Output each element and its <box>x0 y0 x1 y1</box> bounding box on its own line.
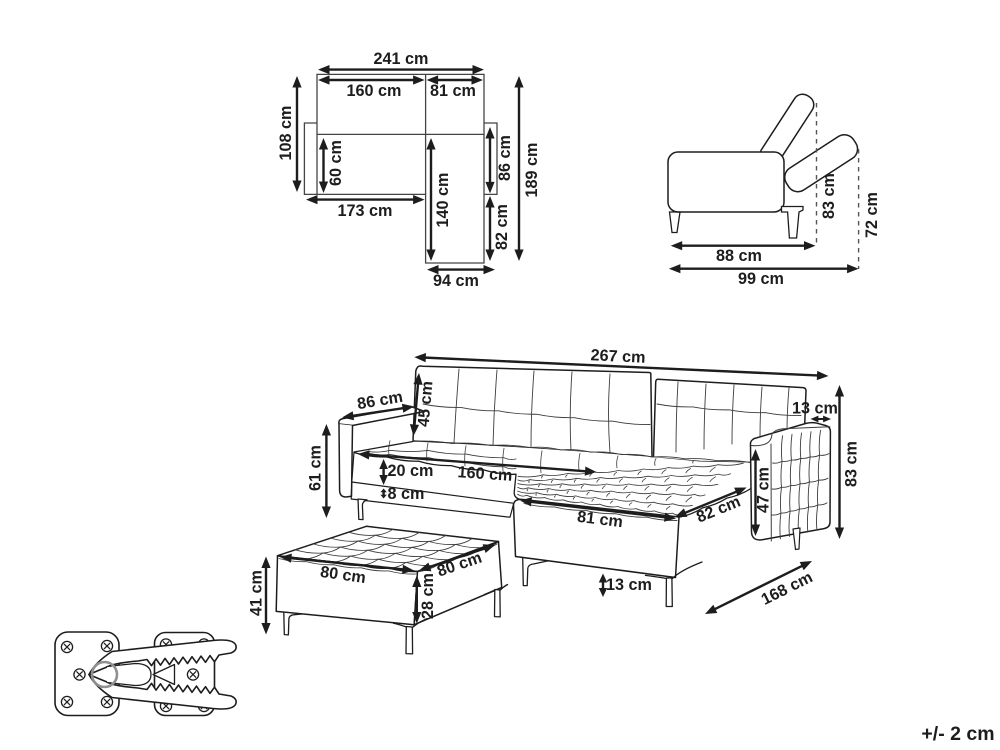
svg-text:99 cm: 99 cm <box>738 270 784 288</box>
svg-text:81 cm: 81 cm <box>576 508 624 531</box>
svg-text:189 cm: 189 cm <box>523 143 541 198</box>
svg-text:61 cm: 61 cm <box>307 445 325 491</box>
svg-text:160 cm: 160 cm <box>347 82 402 100</box>
svg-text:82 cm: 82 cm <box>493 204 511 250</box>
svg-text:81 cm: 81 cm <box>430 82 476 100</box>
svg-text:+/- 2 cm: +/- 2 cm <box>921 723 994 745</box>
svg-text:94 cm: 94 cm <box>433 272 479 290</box>
svg-text:28 cm: 28 cm <box>419 573 437 619</box>
svg-text:83 cm: 83 cm <box>820 173 838 219</box>
svg-text:13 cm: 13 cm <box>792 400 838 418</box>
svg-text:83 cm: 83 cm <box>843 441 861 487</box>
svg-text:241 cm: 241 cm <box>374 50 429 68</box>
svg-text:8 cm: 8 cm <box>388 485 425 503</box>
svg-text:72 cm: 72 cm <box>863 192 881 238</box>
svg-text:86 cm: 86 cm <box>496 135 514 181</box>
svg-text:45 cm: 45 cm <box>415 380 437 427</box>
svg-text:88 cm: 88 cm <box>716 247 762 265</box>
svg-text:41 cm: 41 cm <box>248 570 266 616</box>
svg-text:47 cm: 47 cm <box>755 467 773 513</box>
svg-text:267 cm: 267 cm <box>590 346 646 366</box>
svg-text:160 cm: 160 cm <box>457 463 513 485</box>
svg-text:108 cm: 108 cm <box>277 106 295 161</box>
svg-text:20 cm: 20 cm <box>388 462 434 480</box>
svg-text:13 cm: 13 cm <box>606 576 652 594</box>
svg-text:173 cm: 173 cm <box>338 202 393 220</box>
svg-text:60 cm: 60 cm <box>327 140 345 186</box>
svg-text:140 cm: 140 cm <box>434 173 452 228</box>
